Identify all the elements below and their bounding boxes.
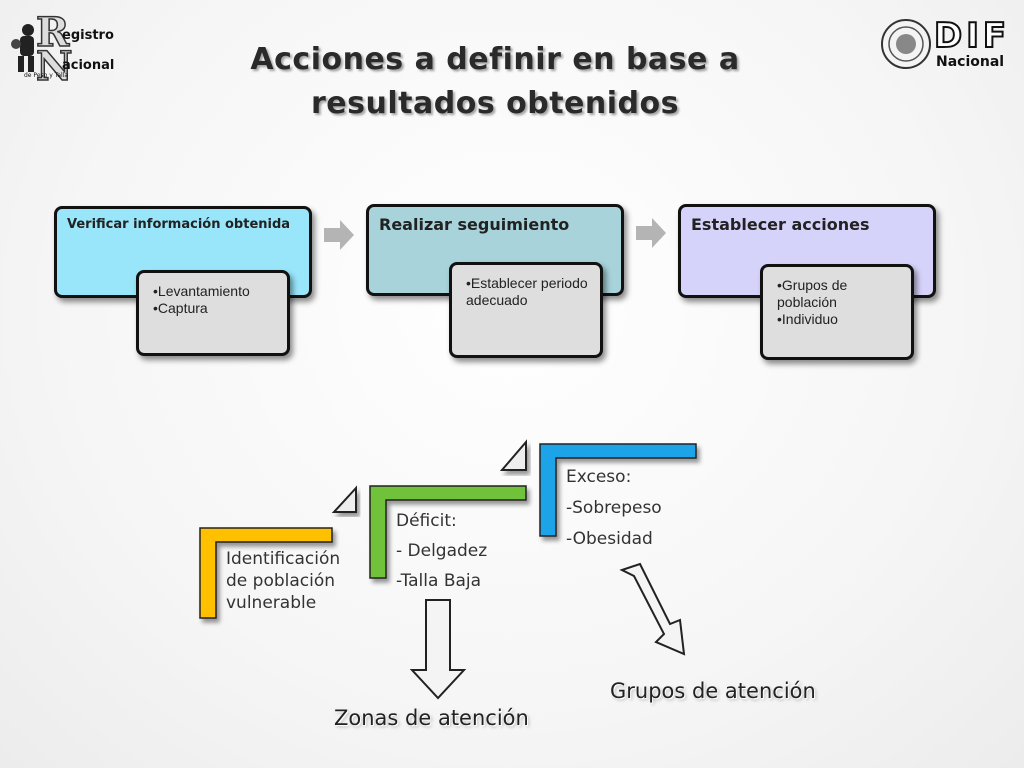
- flow-substep-verificar: •Levantamiento •Captura: [136, 270, 290, 356]
- page-title: Acciones a definir en base a resultados …: [250, 42, 740, 121]
- right-arrow-icon: [324, 220, 354, 250]
- result-grupos: Grupos de atención: [610, 679, 816, 703]
- step-corner-triangle: [499, 439, 527, 471]
- step-line: -Sobrepeso: [566, 498, 662, 518]
- step-bracket-green: [369, 485, 527, 579]
- step-corner-triangle: [331, 485, 357, 513]
- diagonal-arrow-icon: [619, 562, 686, 656]
- dif-nacional-logo: DIF Nacional: [876, 15, 1016, 74]
- step-line: -Talla Baja: [396, 571, 482, 591]
- flow-item: •Grupos de población: [777, 277, 848, 310]
- staircase-diagram: [199, 439, 697, 619]
- step-text-exceso: Exceso: -Sobrepeso -Obesidad: [566, 462, 662, 555]
- step-bracket-blue: [539, 443, 697, 537]
- step-line: de población: [226, 571, 336, 591]
- step-bracket-yellow: [199, 527, 333, 619]
- flow-item: •Captura: [153, 300, 208, 316]
- flow-step-acciones: Establecer acciones: [678, 204, 936, 298]
- logo-word-dif: DIF: [933, 15, 1011, 57]
- step-text-vulnerable: Identificación de población vulnerable: [226, 548, 340, 614]
- step-line: Identificación: [226, 549, 341, 569]
- flow-item: •Levantamiento: [153, 283, 250, 299]
- flow-item: •Establecer periodo adecuado: [466, 275, 588, 308]
- step-line: Déficit:: [396, 511, 457, 531]
- logo-word-nacional: acional: [62, 58, 115, 73]
- logo-caption: de Peso y Talla: [24, 72, 69, 79]
- result-zonas: Zonas de atención: [334, 706, 529, 730]
- step-line: Exceso:: [566, 467, 632, 487]
- flow-step-title: Establecer acciones: [691, 215, 870, 234]
- step-line: -Obesidad: [566, 529, 653, 549]
- flow-item: •Individuo: [777, 311, 838, 327]
- logo-word-registro: egistro: [62, 28, 114, 43]
- flow-step-title: Realizar seguimiento: [379, 215, 570, 234]
- flow-substep-seguimiento: •Establecer periodo adecuado: [449, 262, 603, 358]
- step-text-deficit: Déficit: - Delgadez -Talla Baja: [396, 506, 487, 596]
- step-line: vulnerable: [226, 593, 317, 613]
- seal-icon: [881, 19, 931, 69]
- down-arrow-icon: [409, 599, 467, 700]
- logo-letter-r: R: [36, 9, 70, 56]
- registro-nacional-logo: R N egistro acional de Peso y Talla: [6, 6, 126, 91]
- logo-word-nacional-right: Nacional: [936, 54, 1005, 70]
- step-line: - Delgadez: [396, 541, 488, 561]
- flow-step-title: Verificar información obtenida: [67, 217, 291, 232]
- right-arrow-icon: [636, 218, 666, 248]
- flow-substep-acciones: •Grupos de población •Individuo: [760, 264, 914, 360]
